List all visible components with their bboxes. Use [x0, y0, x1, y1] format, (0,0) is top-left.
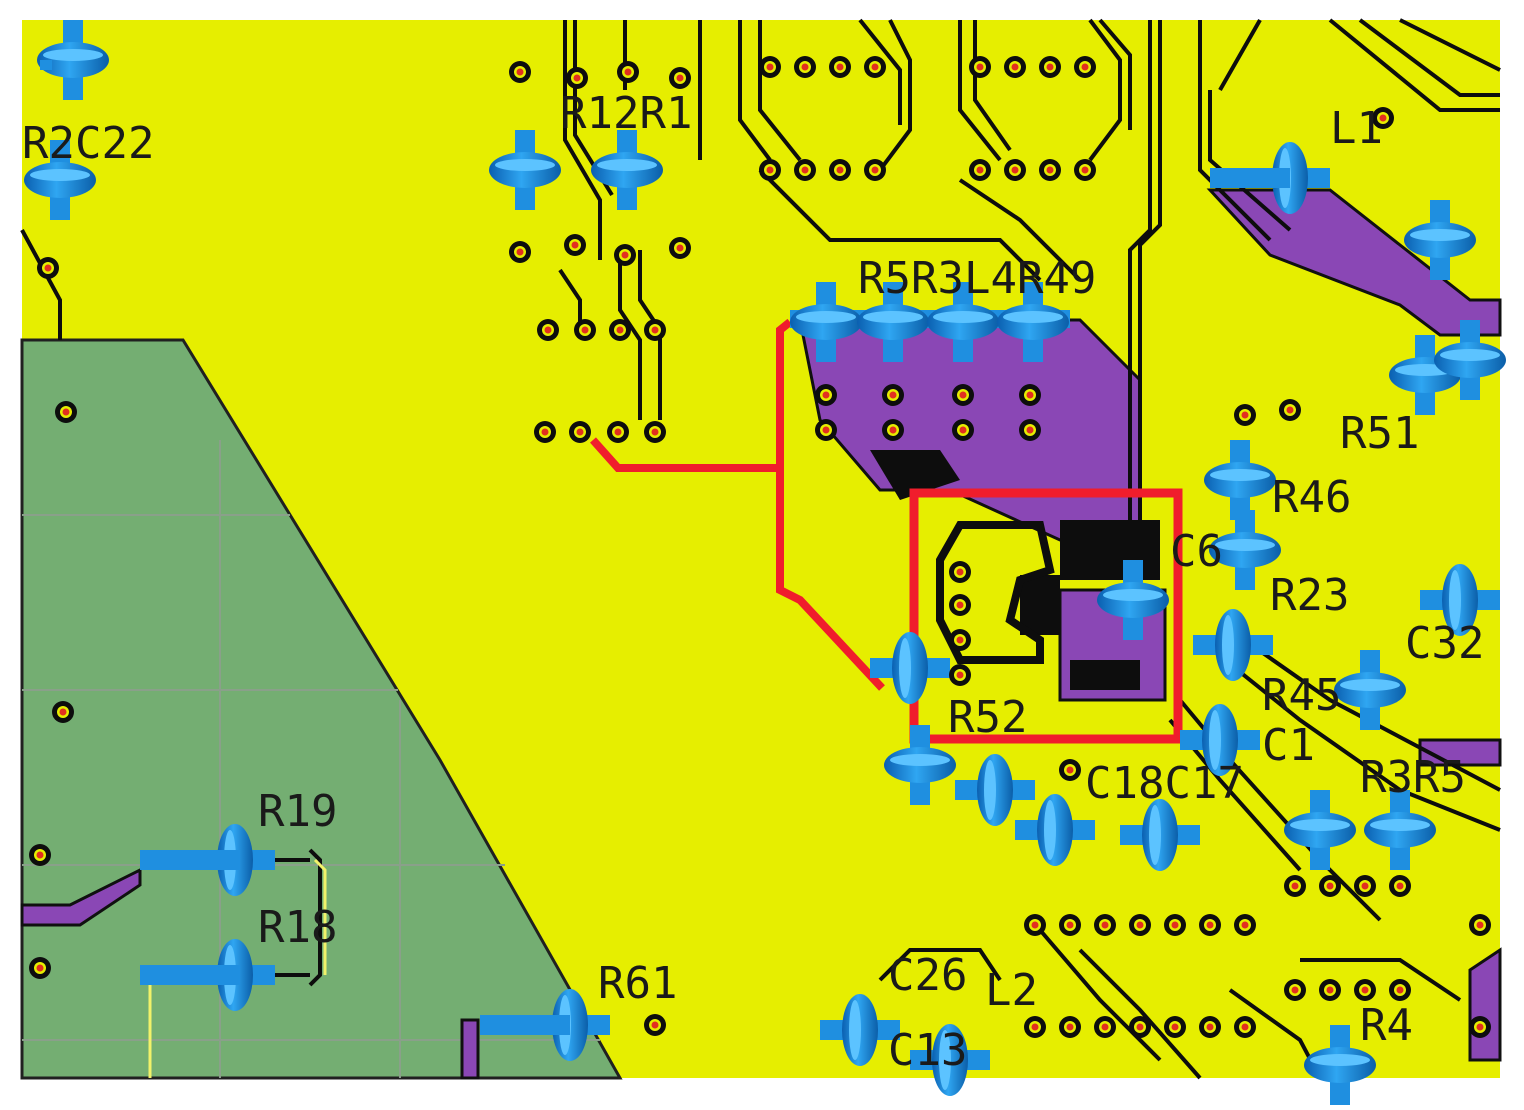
label-r23: R23: [1270, 570, 1349, 621]
label-r19: R19: [258, 786, 337, 837]
label-r18: R18: [258, 902, 337, 953]
label-r61: R61: [598, 958, 677, 1009]
silkscreen-lines: [148, 858, 327, 1078]
label-c18: C18C17: [1085, 758, 1244, 809]
label-r51: R51: [1340, 408, 1419, 459]
label-r12: R12R1: [560, 88, 692, 139]
label-r52: R52: [948, 692, 1027, 743]
label-c1: C1: [1262, 720, 1315, 771]
label-r3: R3R5: [1360, 752, 1466, 803]
traces: [20, 18, 1501, 1080]
label-l1: L1: [1330, 103, 1383, 154]
highlight: [590, 318, 1183, 744]
label-c26: C26: [888, 950, 967, 1001]
highlight-box: [909, 488, 1183, 744]
highlight-trace: [590, 318, 885, 691]
label-l2: L2: [985, 965, 1038, 1016]
label-r4: R4: [1360, 1000, 1413, 1051]
label-c13: C13: [888, 1025, 967, 1076]
label-r45: R45: [1262, 670, 1341, 721]
label-c6: C6: [1170, 526, 1223, 577]
reference-designators: R2C22 R12R1 L1 R5R3L4R49 R51 R46 C6 R23 …: [22, 88, 1484, 1076]
smd-cluster: [870, 450, 1160, 690]
label-r5: R5R3L4R49: [858, 253, 1096, 304]
label-r22: R2C22: [22, 118, 154, 169]
label-c32: C32: [1405, 618, 1484, 669]
components: [24, 20, 1506, 1105]
label-r46: R46: [1272, 472, 1351, 523]
